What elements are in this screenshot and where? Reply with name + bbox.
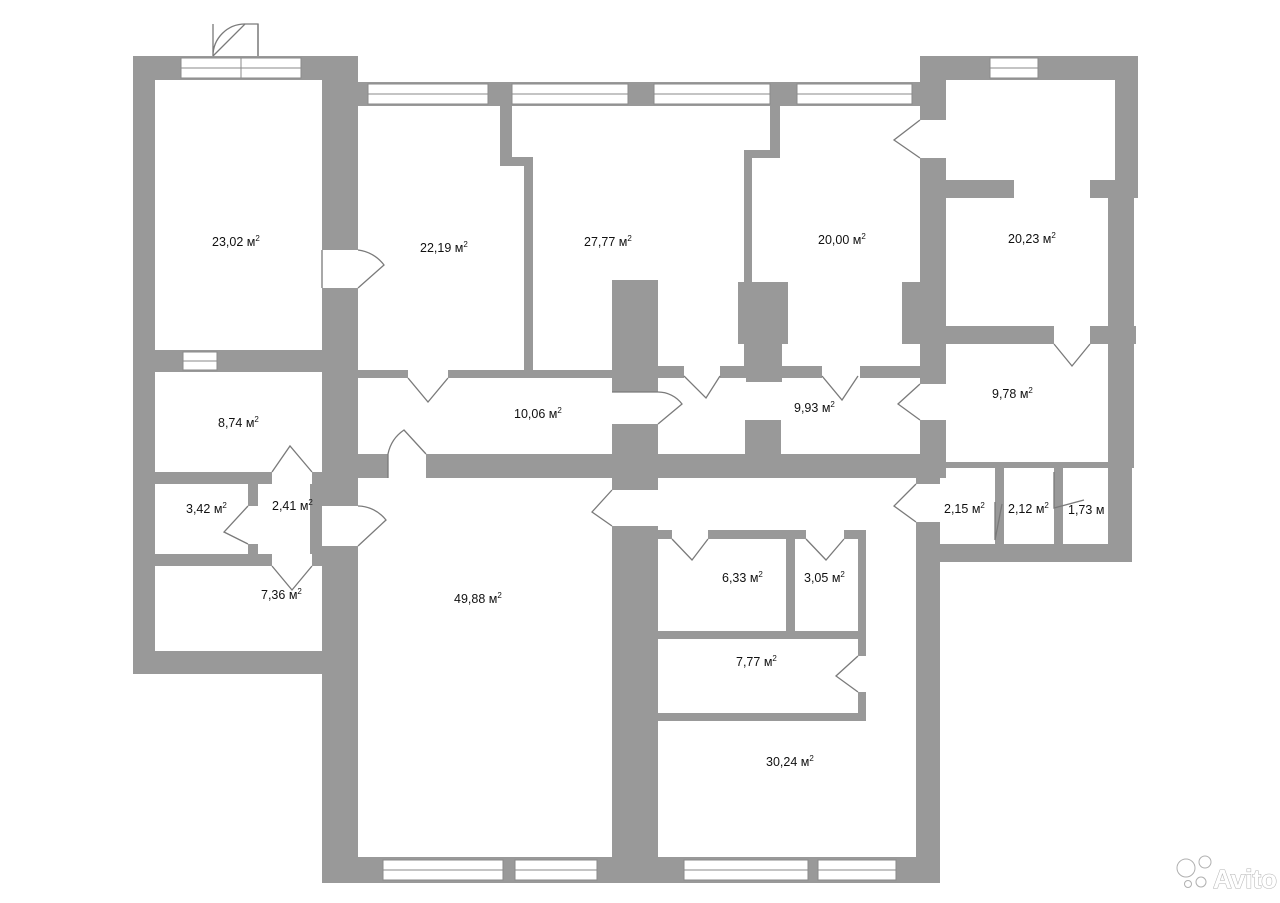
room-area-label: 23,02 м2: [212, 234, 260, 249]
room-area-label: 27,77 м2: [584, 234, 632, 249]
room-area-label: 20,00 м2: [818, 232, 866, 247]
room-labels: 23,02 м2 22,19 м2 27,77 м2 20,00 м2 20,2…: [186, 231, 1104, 769]
room-area-label: 30,24 м2: [766, 754, 814, 769]
watermark-text: Avito: [1213, 864, 1277, 894]
room-area-label: 8,74 м2: [218, 415, 259, 430]
room-area-label: 3,42 м2: [186, 501, 227, 516]
room-area-label: 20,23 м2: [1008, 231, 1056, 246]
room-area-label: 6,33 м2: [722, 570, 763, 585]
room-area-label: 2,15 м2: [944, 501, 985, 516]
room-area-label: 22,19 м2: [420, 240, 468, 255]
room-area-label: 10,06 м2: [514, 406, 562, 421]
room-area-label: 49,88 м2: [454, 591, 502, 606]
windows: [180, 57, 1039, 881]
room-area-label: 1,73 м: [1068, 503, 1104, 517]
room-area-label: 2,12 м2: [1008, 501, 1049, 516]
room-area-label: 2,41 м2: [272, 498, 313, 513]
avito-watermark: Avito: [1176, 855, 1278, 895]
room-area-label: 3,05 м2: [804, 570, 845, 585]
room-area-label: 7,36 м2: [261, 587, 302, 602]
room-area-label: 9,93 м2: [794, 400, 835, 415]
room-area-label: 7,77 м2: [736, 654, 777, 669]
avito-logo-icon: [1176, 855, 1212, 888]
walls: [133, 56, 1138, 883]
room-area-label: 9,78 м2: [992, 386, 1033, 401]
doors: [212, 23, 1091, 693]
